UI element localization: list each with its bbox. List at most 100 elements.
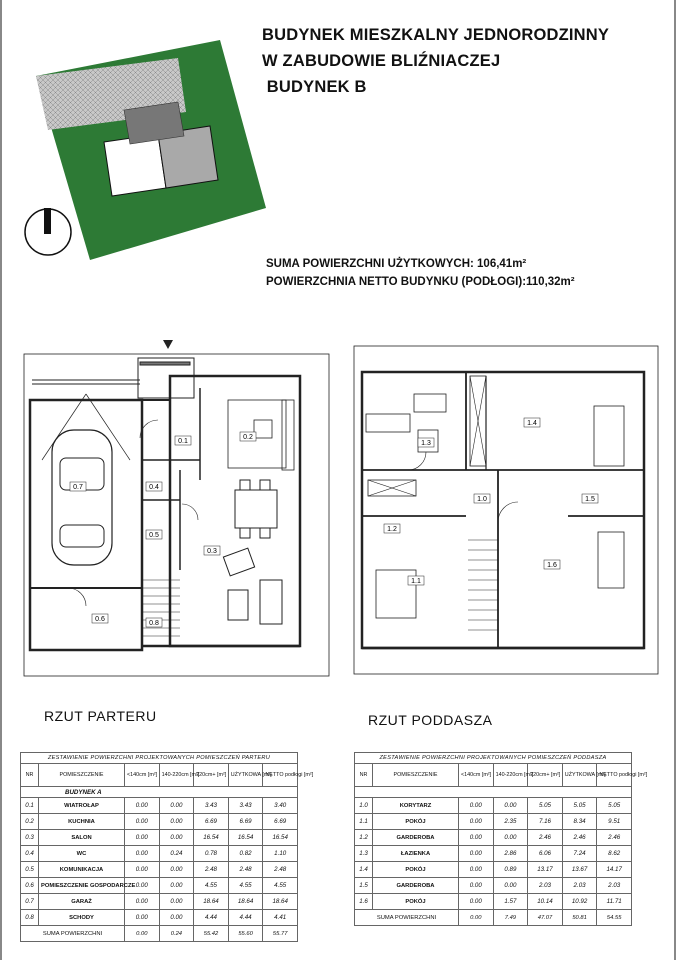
area-value: 0.00 — [458, 829, 494, 846]
room-name: WIATROŁAP — [38, 797, 125, 814]
room-tag-0.2: 0.2 — [239, 431, 257, 442]
room-name: POKÓJ — [372, 813, 459, 830]
room-name: KOMUNIKACJA — [38, 861, 125, 878]
area-value: 0.78 — [193, 845, 229, 862]
svg-text:1.4: 1.4 — [527, 420, 537, 427]
area-value: 8.62 — [596, 845, 632, 862]
ground-table-caption: ZESTAWIENIE POWIERZCHNI PROJEKTOWANYCH P… — [20, 752, 298, 764]
room-tag-1.0: 1.0 — [473, 493, 491, 504]
room-number: 1.4 — [354, 861, 373, 878]
room-name: POKÓJ — [372, 893, 459, 910]
room-tag-0.1: 0.1 — [174, 435, 192, 446]
room-number: 1.2 — [354, 829, 373, 846]
area-value: 0.00 — [458, 861, 494, 878]
room-number: 1.5 — [354, 877, 373, 894]
ground-table-header: NR POMIESZCZENIE <140cm [m²] 140-220cm [… — [20, 763, 313, 787]
room-tag-1.4: 1.4 — [523, 417, 541, 428]
area-value: 5.05 — [527, 797, 563, 814]
svg-text:0.7: 0.7 — [73, 484, 83, 491]
area-value: 0.00 — [492, 829, 529, 846]
area-summary: SUMA POWIERZCHNI UŻYTKOWYCH: 106,41m² PO… — [266, 255, 575, 291]
terrace — [123, 101, 185, 145]
room-number: 0.3 — [20, 829, 39, 846]
area-value: 6.69 — [227, 813, 264, 830]
room-tag-0.8: 0.8 — [145, 617, 163, 628]
area-value: 14.17 — [596, 861, 632, 878]
room-name: GARAŻ — [38, 893, 125, 910]
room-number: 0.6 — [20, 877, 39, 894]
room-number: 1.1 — [354, 813, 373, 830]
room-number: 1.0 — [354, 797, 373, 814]
ground-floor-plan: 0.1 0.2 0.3 0.4 0.5 0.6 0.7 0.8 — [23, 340, 330, 677]
area-value: 10.92 — [561, 893, 598, 910]
area-value: 0.00 — [492, 797, 529, 814]
attic-floor-plan: 1.0 1.1 1.2 1.3 1.4 1.5 1.6 — [353, 345, 659, 675]
usable-area-total: SUMA POWIERZCHNI UŻYTKOWYCH: 106,41m² — [266, 258, 527, 270]
area-value: 0.00 — [158, 909, 195, 926]
room-tag-1.2: 1.2 — [383, 523, 401, 534]
attic-table-sum-row: SUMA POWIERZCHNI 0.00 7.49 47.07 50.81 5… — [354, 909, 632, 926]
area-value: 0.00 — [158, 829, 195, 846]
room-name: GARDEROBA — [372, 829, 459, 846]
area-value: 2.86 — [492, 845, 529, 862]
area-value: 0.00 — [492, 877, 529, 894]
room-name: POMIESZCZENIE GOSPODARCZE — [38, 877, 135, 894]
area-value: 4.55 — [262, 877, 298, 894]
svg-text:0.6: 0.6 — [95, 616, 105, 623]
area-value: 4.44 — [227, 909, 264, 926]
room-name: SCHODY — [38, 909, 125, 926]
area-value: 13.67 — [561, 861, 598, 878]
north-arrow-icon — [24, 208, 72, 256]
area-value: 9.51 — [596, 813, 632, 830]
room-number: 0.1 — [20, 797, 39, 814]
area-value: 0.89 — [492, 861, 529, 878]
area-value: 16.54 — [262, 829, 298, 846]
room-number: 0.4 — [20, 845, 39, 862]
ground-table-section: BUDYNEK A — [20, 786, 298, 798]
site-plan-drawing — [36, 40, 266, 260]
area-value: 0.00 — [158, 893, 195, 910]
area-value: 2.46 — [527, 829, 563, 846]
area-value: 7.16 — [527, 813, 563, 830]
ground-floor-label: RZUT PARTERU — [44, 708, 157, 724]
building-b-footprint — [157, 125, 219, 189]
area-value: 1.10 — [262, 845, 298, 862]
attic-area-table: ZESTAWIENIE POWIERZCHNI PROJEKTOWANYCH P… — [354, 752, 647, 926]
svg-text:1.3: 1.3 — [421, 440, 431, 447]
title-line-3: BUDYNEK B — [262, 78, 367, 96]
room-tag-0.6: 0.6 — [91, 613, 109, 624]
area-value: 6.69 — [193, 813, 229, 830]
area-value: 2.35 — [492, 813, 529, 830]
area-value: 8.34 — [561, 813, 598, 830]
room-number: 0.2 — [20, 813, 39, 830]
svg-text:0.5: 0.5 — [149, 532, 159, 539]
area-value: 18.64 — [262, 893, 298, 910]
title-line-2: W ZABUDOWIE BLIŹNIACZEJ — [262, 52, 501, 70]
room-number: 1.6 — [354, 893, 373, 910]
document-title: BUDYNEK MIESZKALNY JEDNORODZINNY W ZABUD… — [262, 22, 609, 100]
page-right-edge — [674, 0, 676, 960]
area-value: 0.00 — [124, 845, 160, 862]
area-value: 18.64 — [227, 893, 264, 910]
area-value: 16.54 — [193, 829, 229, 846]
area-value: 0.00 — [458, 845, 494, 862]
area-value: 2.48 — [193, 861, 229, 878]
room-name: POKÓJ — [372, 861, 459, 878]
svg-text:0.8: 0.8 — [149, 620, 159, 627]
area-value: 2.46 — [596, 829, 632, 846]
room-tag-0.5: 0.5 — [145, 529, 163, 540]
area-value: 13.17 — [527, 861, 563, 878]
area-value: 3.43 — [193, 797, 229, 814]
area-value: 2.46 — [561, 829, 598, 846]
